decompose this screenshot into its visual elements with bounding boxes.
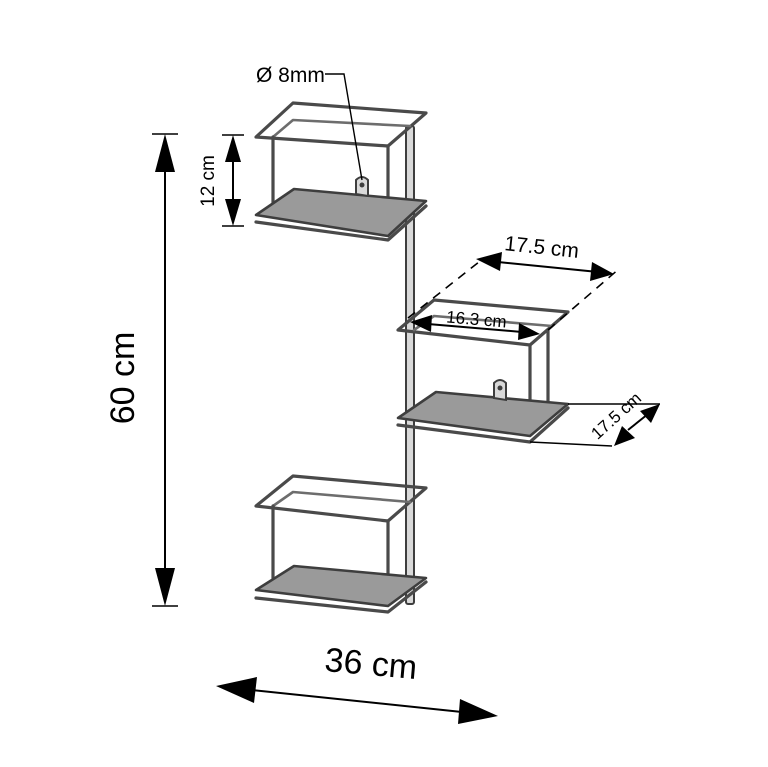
rod-diameter-callout: Ø 8mm	[256, 64, 363, 181]
inner-width-dimension: 16.3 cm	[410, 307, 540, 340]
middle-shelf	[396, 298, 570, 444]
rod-diameter-label: Ø 8mm	[256, 64, 325, 87]
total-height-label: 60 cm	[104, 332, 142, 425]
total-width-label: 36 cm	[323, 641, 419, 687]
total-height-dimension: 60 cm	[104, 133, 178, 607]
shelf-height-dimension: 12 cm	[198, 134, 244, 227]
vertical-post	[405, 125, 415, 605]
inner-width-label: 16.3 cm	[446, 307, 508, 331]
total-width-dimension: 36 cm	[216, 641, 498, 724]
bottom-shelf	[254, 474, 428, 614]
shelf-height-label: 12 cm	[198, 155, 219, 207]
top-shelf	[254, 101, 428, 242]
shelf-depth-label: 17.5 cm	[587, 389, 645, 444]
outer-width-label: 17.5 cm	[503, 232, 580, 263]
